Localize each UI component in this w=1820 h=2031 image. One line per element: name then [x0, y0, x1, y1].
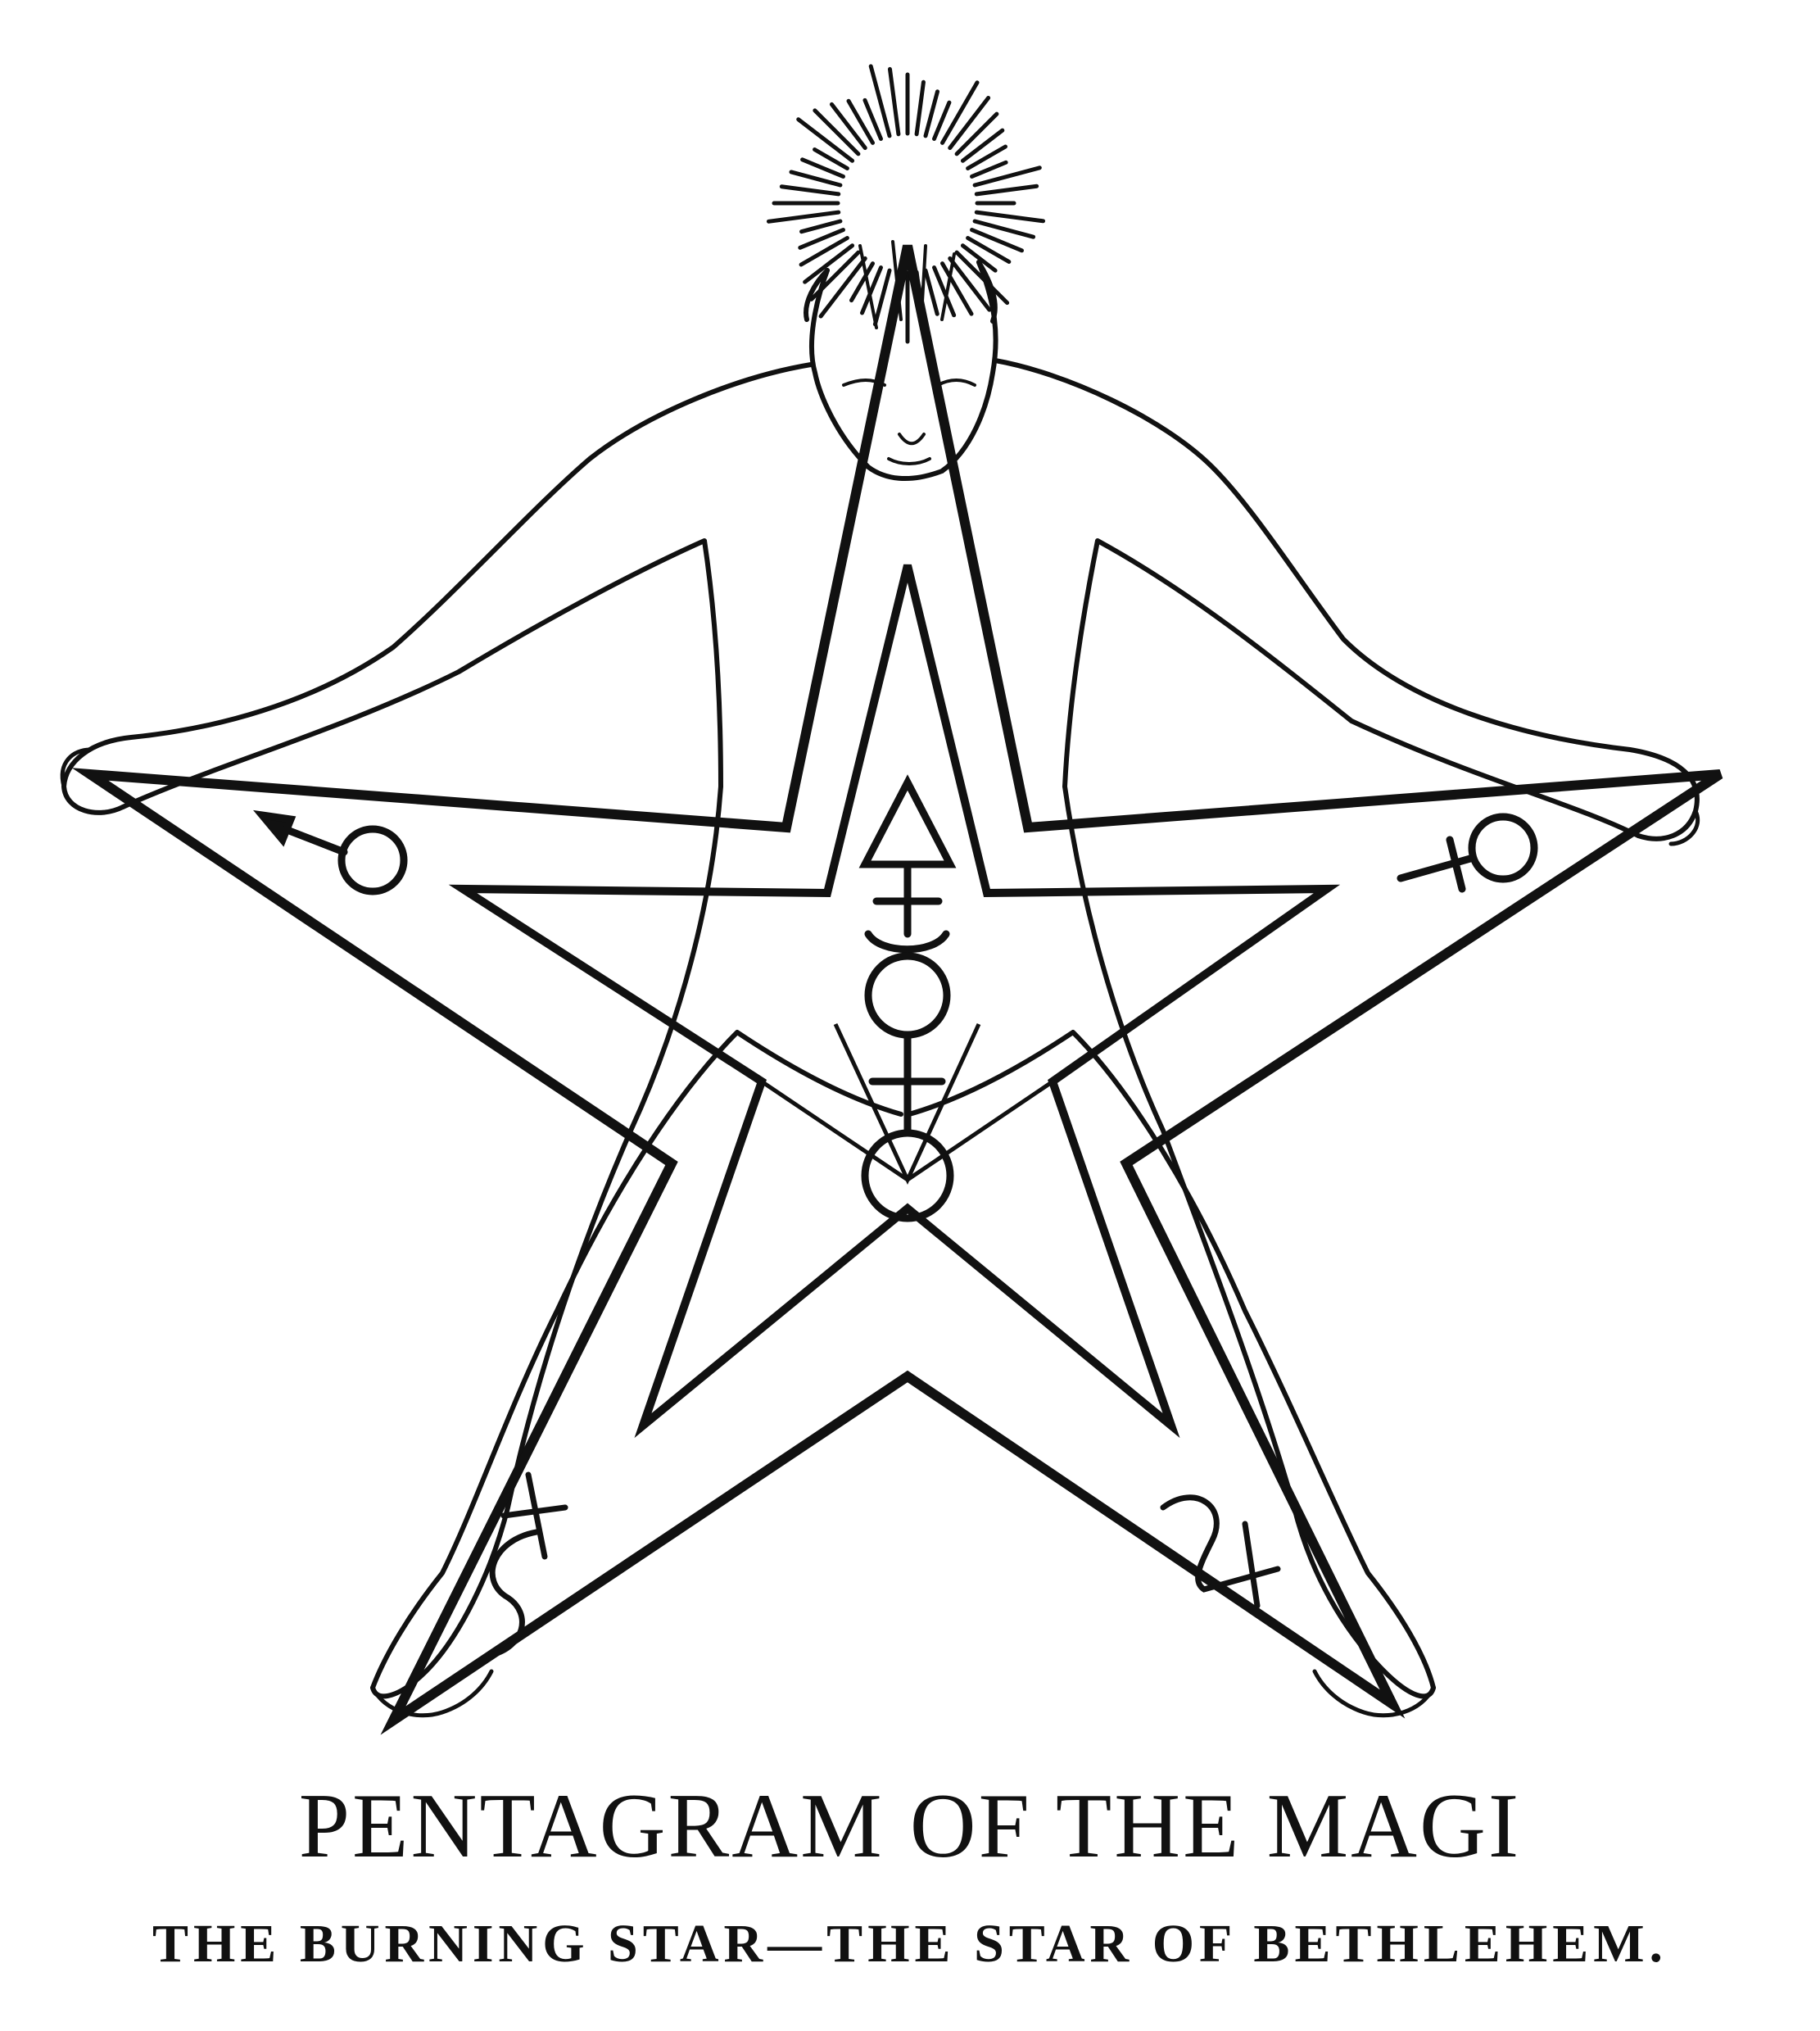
- human-figure: [60, 240, 1700, 1718]
- venus-symbol: [1397, 813, 1538, 893]
- sun-ray: [803, 243, 855, 284]
- sun-ray: [932, 100, 952, 141]
- sun-ray: [972, 165, 1042, 188]
- sun-ray: [796, 117, 855, 163]
- sun-ray: [818, 256, 867, 319]
- sun-ray: [923, 89, 939, 138]
- sun-ray: [800, 157, 845, 179]
- sun-ray: [974, 184, 1039, 197]
- mars-symbol: [253, 809, 408, 895]
- sun-ray: [813, 147, 849, 170]
- sun-ray: [932, 265, 957, 318]
- earth-symbol: [861, 1129, 954, 1222]
- sun-ray: [799, 236, 849, 267]
- pentagram: [71, 244, 1723, 1735]
- sun-ray: [948, 95, 991, 151]
- sun-ray: [887, 66, 901, 137]
- sun-ray: [766, 210, 841, 224]
- figure-left-arm: [61, 362, 813, 815]
- sun-ray: [923, 268, 939, 316]
- figure-right-leg: [1062, 784, 1436, 1699]
- jupiter-symbol: [1160, 1494, 1281, 1609]
- figure-title: PENTAGRAM OF THE MAGI: [298, 1775, 1522, 1877]
- mercury-symbol: [864, 930, 951, 1135]
- figure-subtitle: THE BURNING STAR—THE STAR OF BETHLEHEM.: [152, 1914, 1668, 1974]
- sun-ray: [966, 144, 1008, 170]
- sun-ray: [970, 160, 1008, 179]
- sun-ray: [872, 268, 892, 327]
- sun-ray: [860, 265, 883, 315]
- pentagram-outer: [71, 244, 1723, 1735]
- sun-ray: [954, 111, 999, 156]
- saturn-symbol: [488, 1471, 568, 1658]
- figure-left-leg: [370, 784, 723, 1699]
- sun-ray: [862, 97, 883, 141]
- sun-ray: [868, 64, 892, 138]
- sun-ray: [948, 256, 992, 312]
- fire-triangle-symbol: [858, 774, 957, 868]
- sun-ray: [798, 228, 845, 250]
- figure-head: [809, 260, 998, 482]
- sun-ray: [960, 243, 998, 273]
- sun-ray: [914, 79, 926, 137]
- sun-ray: [940, 80, 980, 145]
- sun-ray: [789, 170, 843, 188]
- sun-ray: [779, 184, 841, 197]
- sun-ray: [799, 219, 843, 234]
- sun-ray: [849, 261, 875, 303]
- sun-ray: [972, 219, 1036, 239]
- sun-ray: [966, 236, 1012, 264]
- sun-ray: [960, 128, 1005, 163]
- sun-ray: [974, 210, 1046, 224]
- planetary-symbols: [253, 774, 1538, 1658]
- sun-ray: [940, 261, 974, 316]
- pentagram-illustration: [60, 64, 1723, 1735]
- sun-ray: [846, 98, 875, 145]
- figure-right-arm: [993, 358, 1700, 841]
- pentagram-inner: [448, 564, 1341, 1439]
- sun-ray: [813, 108, 861, 156]
- sun-ray: [829, 102, 867, 151]
- sun-ray: [970, 228, 1025, 253]
